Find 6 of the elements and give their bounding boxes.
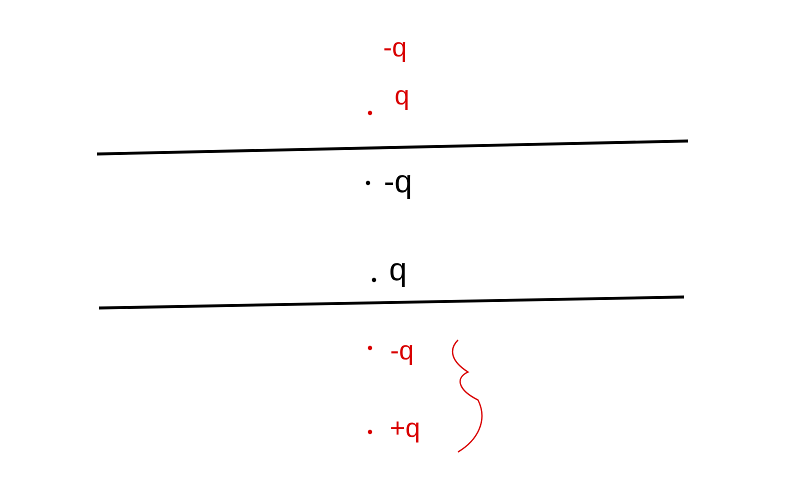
charge-label: q (390, 263, 405, 287)
charge-label: -q (385, 175, 410, 199)
charge-label: +q (391, 422, 418, 442)
charge-label: -q (384, 42, 406, 62)
charge-label: q (396, 90, 408, 110)
charge-label: -q (391, 345, 412, 365)
